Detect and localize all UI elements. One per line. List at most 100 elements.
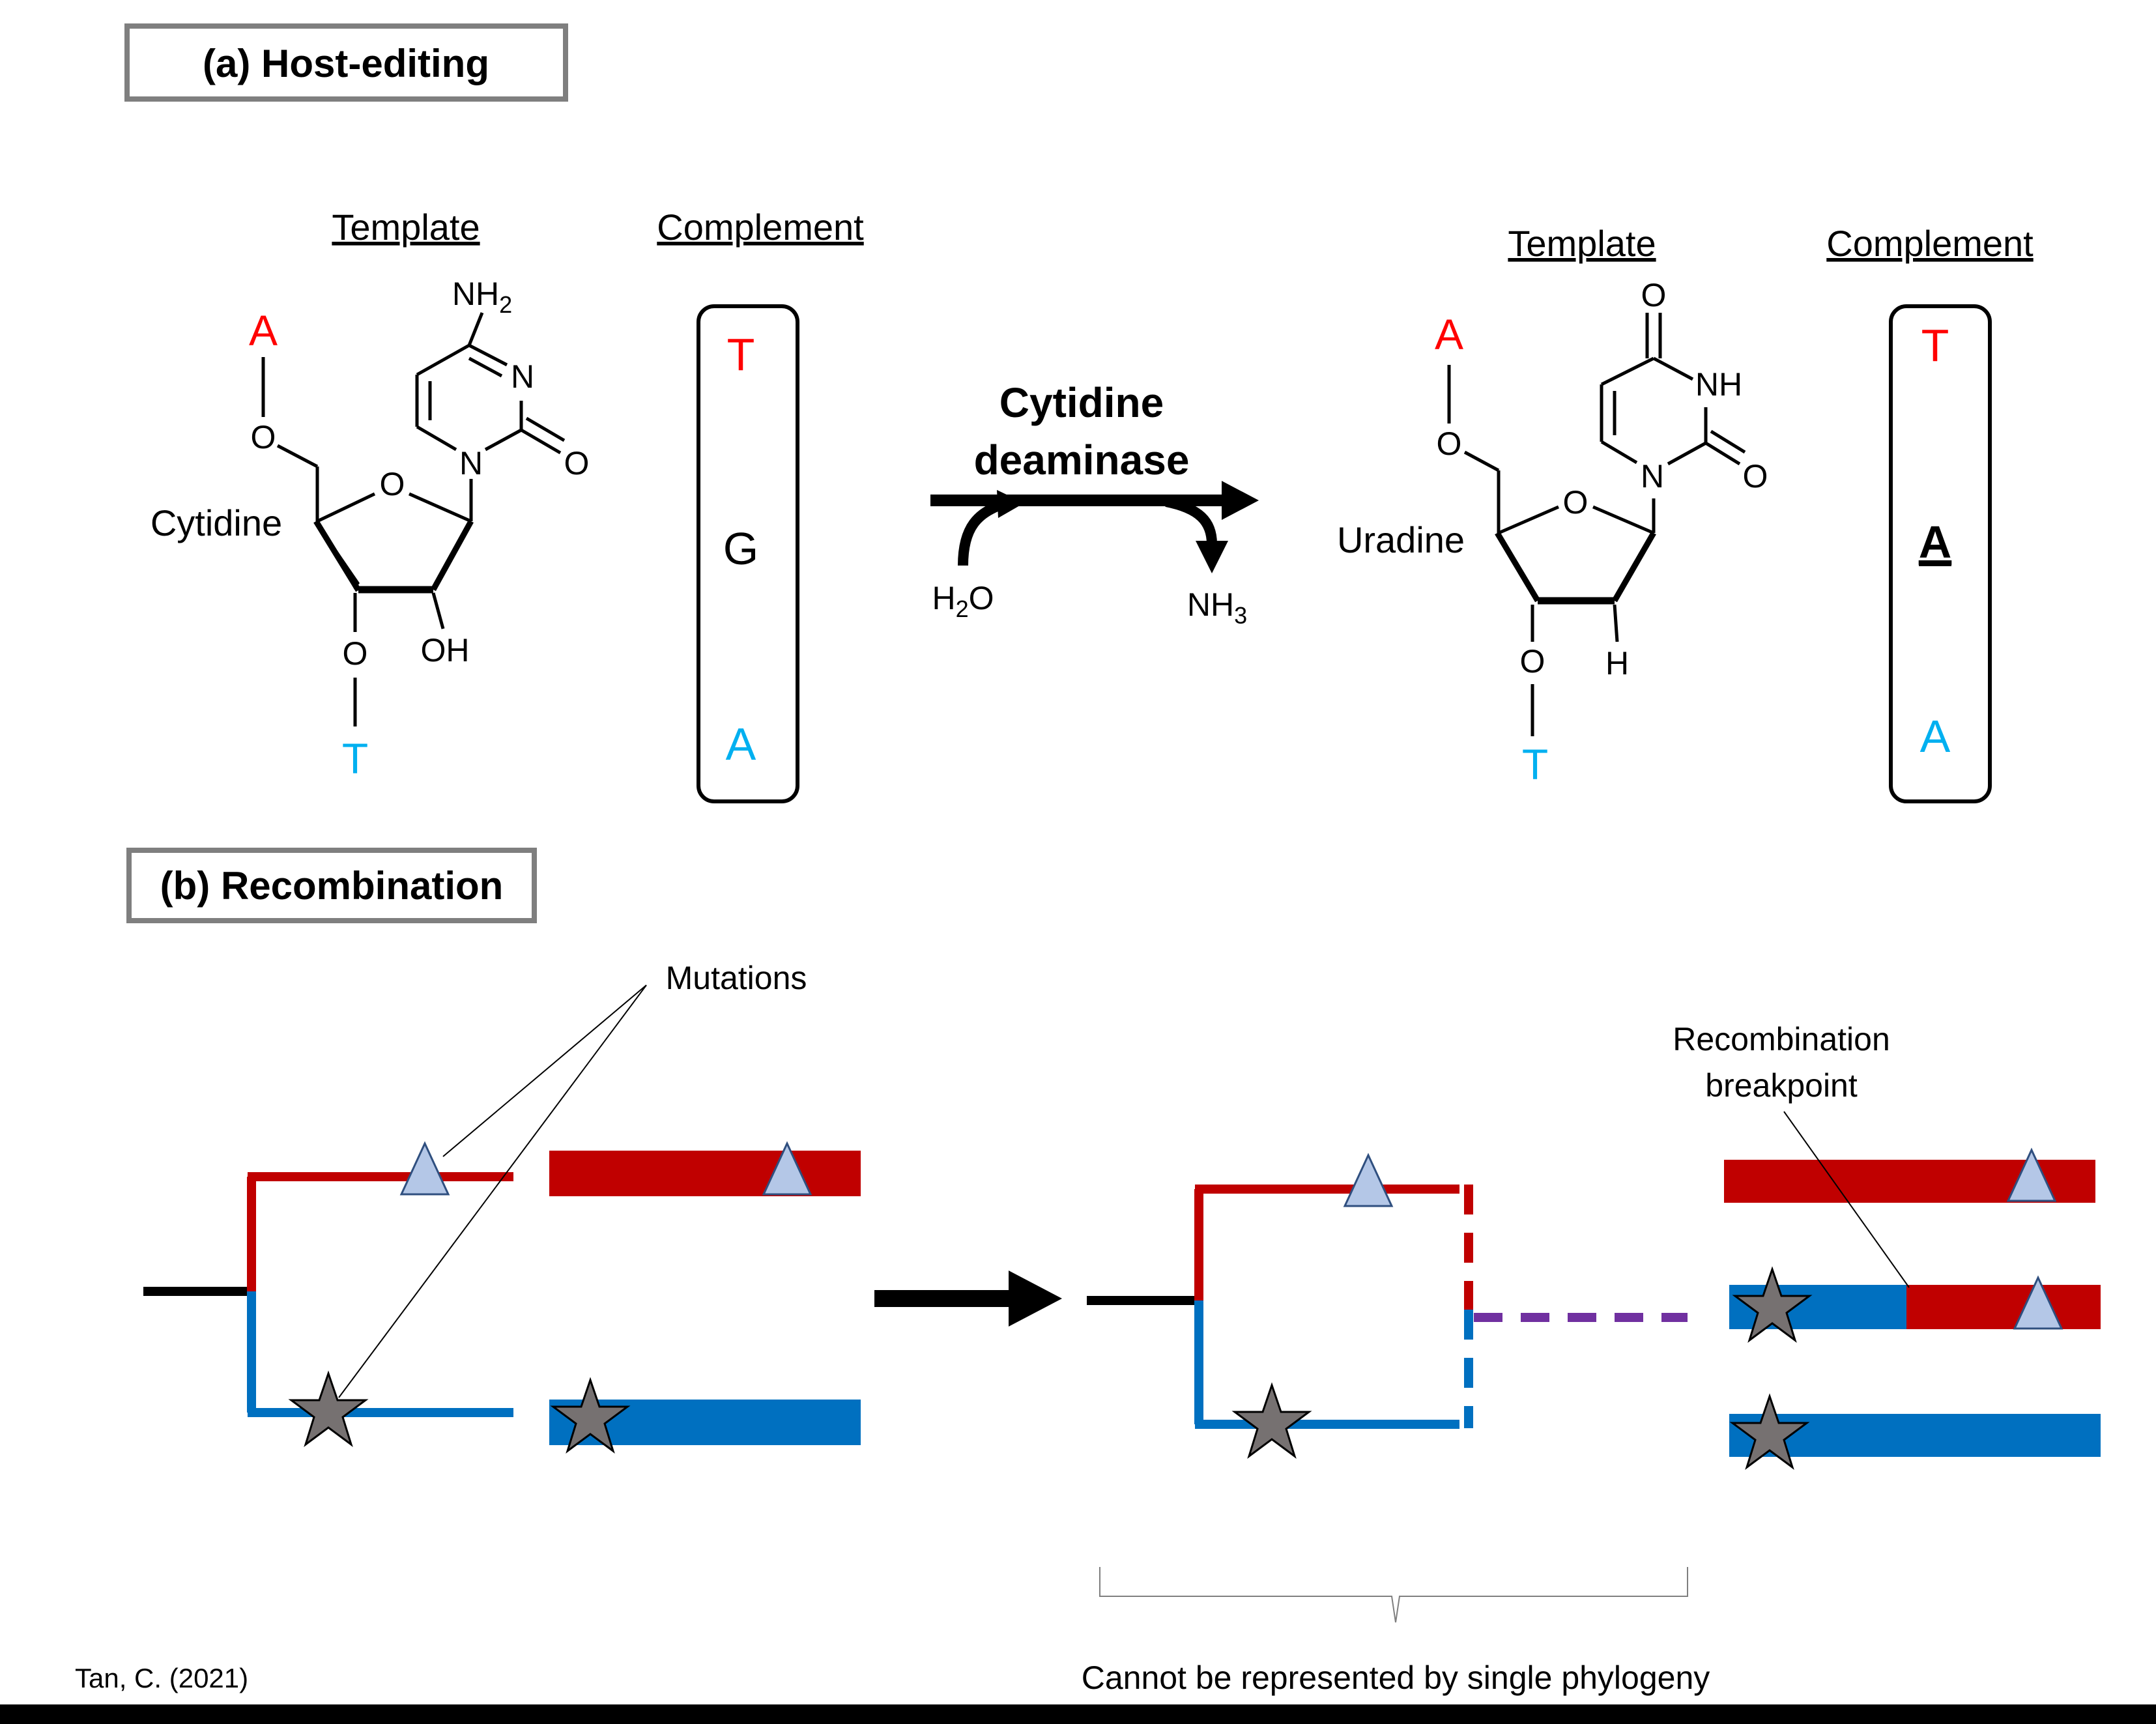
mutation-star-icon — [1233, 1384, 1310, 1458]
right-top-base: A — [1435, 310, 1463, 358]
citation: Tan, C. (2021) — [75, 1663, 248, 1693]
left-bottom-base: T — [342, 734, 368, 783]
atom-o3-right: O — [1520, 643, 1545, 680]
bond — [520, 428, 562, 455]
callout-line — [338, 984, 647, 1398]
bond — [1613, 604, 1619, 642]
left-top-base: A — [249, 306, 278, 354]
bond — [467, 312, 484, 346]
recombinant-red-segment — [1906, 1285, 2101, 1329]
mutation-triangle-icon — [1344, 1154, 1393, 1207]
right-complement-base-top: T — [1921, 320, 1949, 371]
bond — [408, 492, 472, 523]
bond — [431, 592, 445, 629]
reaction-arrow-head — [1222, 481, 1259, 520]
bond — [1592, 505, 1654, 535]
bond — [1463, 450, 1500, 472]
grouping-brace — [1099, 1567, 1688, 1623]
panel-a: (a) Host-editing Template Complement A O… — [124, 23, 2034, 803]
panel-b-title: (b) Recombination — [160, 864, 504, 908]
enzyme-line2: deaminase — [974, 437, 1190, 483]
h2o-arrow-head — [997, 490, 1024, 518]
left-complement-box — [697, 304, 799, 803]
right-complement-strand: T A A — [1889, 304, 1992, 803]
bond — [1704, 441, 1741, 466]
atom-nh: NH — [1695, 366, 1742, 403]
atom-o5-right: O — [1437, 425, 1462, 462]
mutation-triangle-icon — [400, 1142, 450, 1196]
mutation-star-icon — [290, 1372, 367, 1446]
panel-b: (b) Recombination Mutations — [126, 848, 2101, 1696]
left-complement-strand: T G A — [697, 304, 799, 803]
nh3-arrow-head — [1196, 541, 1228, 573]
bond — [468, 356, 503, 378]
atom-n3: N — [511, 358, 534, 395]
right-complement-header: Complement — [1826, 223, 2034, 264]
bond — [416, 425, 457, 452]
bond — [1667, 441, 1707, 466]
bond — [1600, 356, 1655, 386]
recombinant-phylogeny — [1087, 1154, 1688, 1458]
panel-b-title-box — [126, 848, 537, 923]
atom-oh: OH — [421, 632, 470, 668]
left-complement-base-bottom: A — [726, 719, 756, 769]
atom-o2: O — [564, 445, 590, 481]
left-complement-base-mid: G — [723, 523, 758, 574]
left-nucleoside-name: Cytidine — [151, 502, 282, 543]
atom-o-ring-right: O — [1563, 484, 1588, 521]
nh3-curved-arrow — [1165, 496, 1217, 545]
bond — [1495, 531, 1540, 603]
left-template-header: Template — [332, 207, 480, 248]
bond — [416, 343, 470, 377]
bond — [468, 343, 508, 367]
atom-o3: O — [343, 635, 368, 672]
atom-h: H — [1605, 645, 1629, 682]
atom-o5: O — [251, 419, 276, 455]
left-complement-header: Complement — [657, 207, 864, 248]
bond — [276, 444, 319, 468]
bond — [431, 519, 474, 592]
left-complement-base-top: T — [727, 329, 755, 380]
left-phylogeny — [143, 1142, 861, 1452]
transition-arrow-head — [1009, 1271, 1062, 1327]
cytidine-structure: Template Complement A O Cytidine O O T O… — [151, 207, 864, 783]
panel-a-title-box — [124, 23, 568, 102]
reactant-h2o: H2O — [932, 580, 994, 622]
panel-a-title: (a) Host-editing — [203, 42, 489, 85]
uradine-structure: Template Complement A O Uradine O O T H … — [1337, 223, 2034, 788]
atom-nh2: NH2 — [452, 276, 512, 318]
bond — [1498, 505, 1559, 535]
recombinant-sequences — [1724, 1149, 2101, 1469]
brace-caption: Cannot be represented by single phylogen… — [1082, 1659, 1710, 1696]
product-nh3: NH3 — [1187, 586, 1247, 629]
enzyme-line1: Cytidine — [999, 379, 1164, 426]
bond — [1612, 531, 1656, 603]
bond — [1710, 429, 1746, 454]
bond — [484, 428, 523, 452]
breakpoint-label-line2: breakpoint — [1705, 1067, 1858, 1104]
bond — [316, 492, 376, 523]
bond — [313, 519, 361, 592]
callout-line — [442, 984, 647, 1157]
red-sequence-bar — [549, 1151, 861, 1196]
reaction: Cytidine deaminase H2O NH3 — [930, 379, 1259, 629]
right-nucleoside-name: Uradine — [1337, 519, 1465, 560]
right-bottom-base: T — [1522, 740, 1548, 788]
h2o-curved-arrow — [958, 498, 1009, 566]
bond — [1652, 356, 1694, 381]
mutations-label: Mutations — [666, 960, 807, 996]
mutation-star-icon — [1734, 1268, 1811, 1342]
bottom-bar — [0, 1704, 2156, 1724]
right-complement-base-bottom: A — [1920, 711, 1951, 762]
atom-n1-right: N — [1641, 458, 1664, 495]
breakpoint-label-line1: Recombination — [1673, 1021, 1890, 1057]
right-template-header: Template — [1508, 223, 1656, 264]
right-complement-box — [1889, 304, 1992, 803]
atom-o-ring: O — [380, 466, 405, 502]
atom-o2-right: O — [1743, 458, 1768, 495]
bond — [525, 416, 566, 442]
bond — [1600, 440, 1638, 465]
right-complement-base-mid: A — [1919, 517, 1952, 567]
atom-o4: O — [1641, 277, 1667, 313]
